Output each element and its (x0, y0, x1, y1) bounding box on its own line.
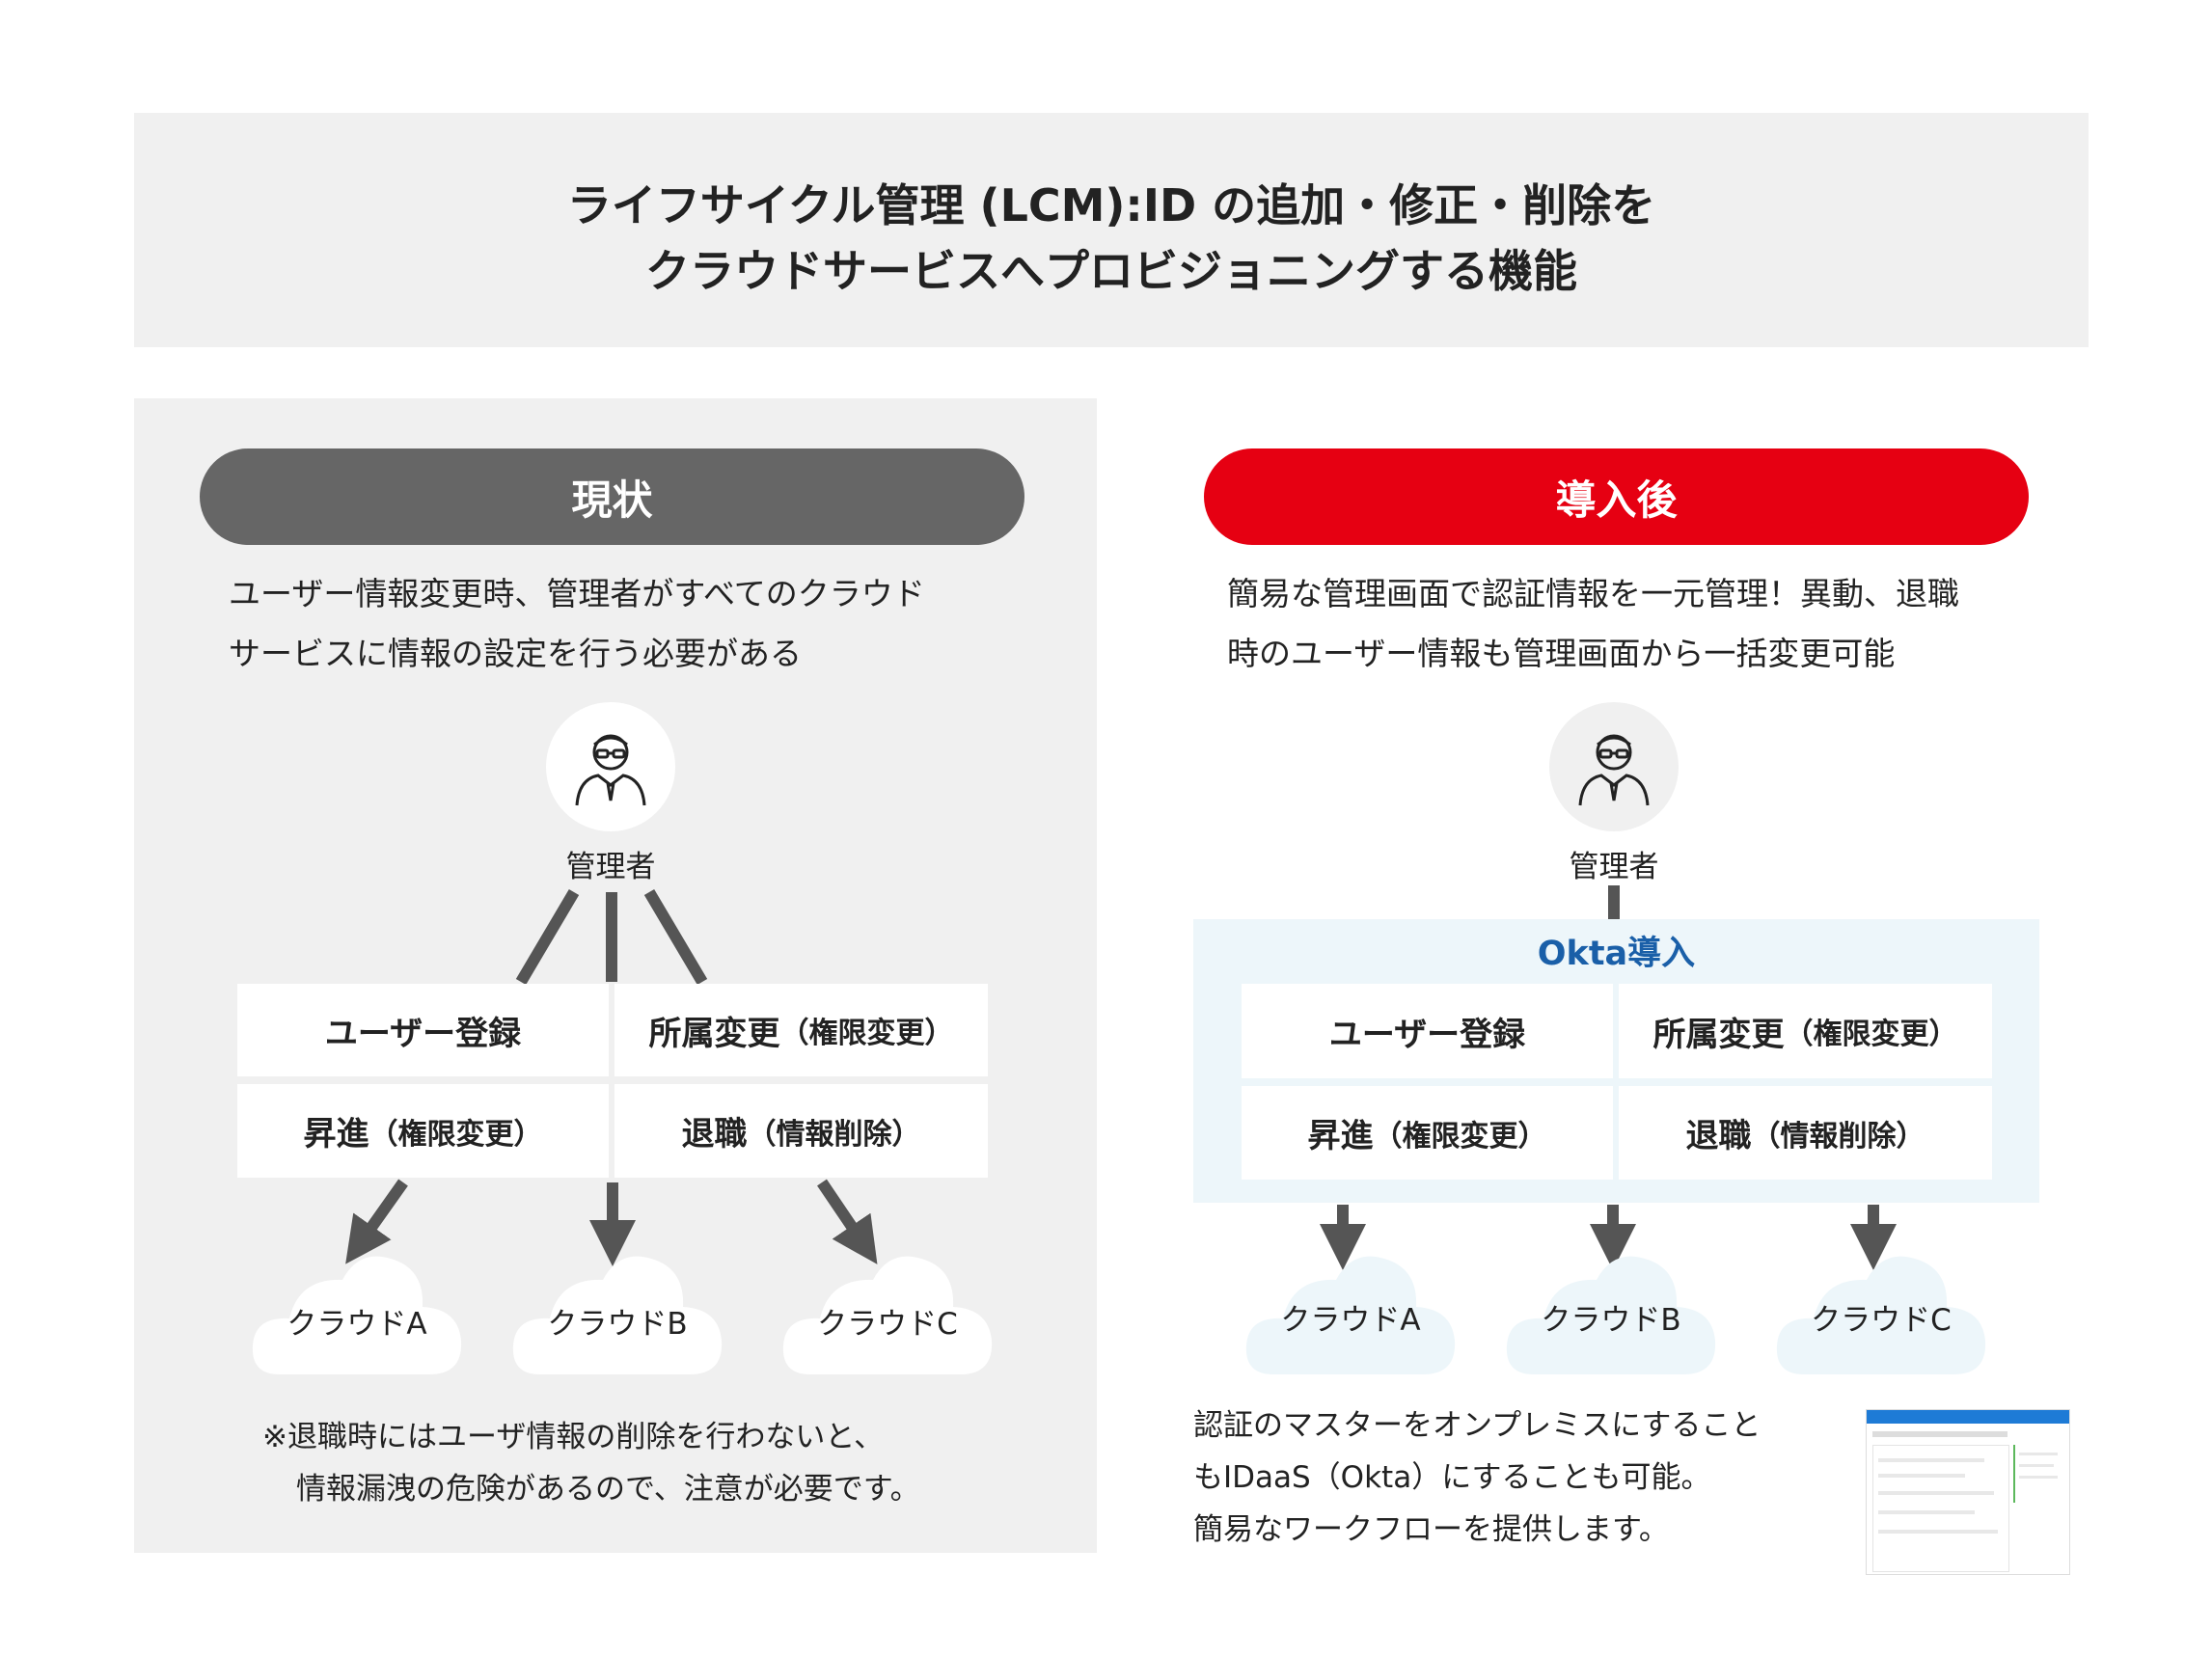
cell-user-register-after: ユーザー登録 (1242, 984, 1613, 1078)
after-note-line-2: もIDaaS（Okta）にすることも可能。 (1193, 1460, 1711, 1495)
current-header-label: 現状 (571, 475, 653, 524)
arrow-down-icon (817, 1179, 878, 1264)
after-header-label: 導入後 (1555, 475, 1678, 524)
admin-avatar-after (1549, 702, 1679, 831)
after-desc-line-1: 簡易な管理画面で認証情報を一元管理！異動、退職 (1227, 575, 1959, 612)
cloud-icon (1506, 1256, 1716, 1374)
admin-avatar-current (546, 702, 675, 831)
admin-label-after: 管理者 (1569, 850, 1659, 884)
cloud-c-current: クラウドC (781, 1239, 994, 1374)
cell-main-label: 退職 (1685, 1117, 1752, 1155)
cloud-icon (782, 1256, 993, 1374)
cloud-c-after: クラウドC (1775, 1239, 1987, 1374)
current-desc-line-2: サービスに情報の設定を行う必要がある (229, 635, 802, 672)
current-arrows (345, 1179, 878, 1266)
admin-connector-lines (515, 888, 708, 984)
cloud-b-current: クラウドB (511, 1239, 724, 1374)
current-note-line-1: ※退職時にはユーザ情報の削除を行わないと、 (262, 1420, 885, 1454)
person-glasses-icon (575, 734, 646, 806)
current-header-pill: 現状 (200, 448, 1024, 545)
cell-main-label: 所属変更 (648, 1014, 780, 1053)
admin-label-current: 管理者 (565, 850, 656, 884)
cell-promotion-current: 昇進（権限変更） (237, 1084, 609, 1178)
cell-retirement-current: 退職（情報削除） (614, 1084, 988, 1178)
cloud-label: クラウドC (1811, 1303, 1952, 1338)
current-description: ユーザー情報変更時、管理者がすべてのクラウド サービスに情報の設定を行う必要があ… (229, 564, 1058, 684)
okta-dashboard-thumbnail (1866, 1409, 2070, 1575)
cloud-label: クラウドA (287, 1307, 427, 1342)
after-description: 簡易な管理画面で認証情報を一元管理！異動、退職 時のユーザー情報も管理画面から一… (1227, 564, 2076, 684)
cloud-a-current: クラウドA (251, 1239, 463, 1374)
cell-main-label: 退職 (681, 1115, 748, 1154)
admin-connector-after (1608, 885, 1620, 919)
cloud-icon (1245, 1256, 1456, 1374)
arrow-down-icon (345, 1179, 408, 1264)
cell-dept-change-after: 所属変更（権限変更） (1619, 984, 1992, 1078)
cloud-icon (1776, 1256, 1986, 1374)
cloud-label: クラウドA (1280, 1303, 1421, 1338)
cell-sub-label: （権限変更） (369, 1117, 543, 1152)
cell-user-register-current: ユーザー登録 (237, 984, 609, 1076)
after-note-line-3: 簡易なワークフローを提供します。 (1193, 1512, 1669, 1547)
title-banner: ライフサイクル管理 (LCM):ID の追加・修正・削除を クラウドサービスへプ… (134, 113, 2089, 347)
cell-main-label: 昇進 (303, 1115, 369, 1154)
cloud-icon (512, 1256, 723, 1374)
current-desc-line-1: ユーザー情報変更時、管理者がすべてのクラウド (229, 575, 925, 612)
title-line-1: ライフサイクル管理 (LCM):ID の追加・修正・削除を (566, 179, 1656, 231)
after-desc-line-2: 時のユーザー情報も管理画面から一括変更可能 (1227, 635, 1896, 672)
okta-label: Okta導入 (1537, 935, 1696, 973)
cell-dept-change-current: 所属変更（権限変更） (614, 984, 988, 1076)
cell-sub-label: （情報削除） (1751, 1119, 1925, 1154)
cloud-label: クラウドB (1541, 1303, 1681, 1338)
person-glasses-icon (1578, 734, 1650, 806)
cell-promotion-after: 昇進（権限変更） (1242, 1086, 1613, 1180)
cloud-label: クラウドB (547, 1307, 688, 1342)
title-line-2: クラウドサービスへプロビジョニングする機能 (645, 245, 1577, 297)
cell-sub-label: （権限変更） (779, 1017, 954, 1050)
cell-main-label: ユーザー登録 (324, 1014, 522, 1053)
cloud-label: クラウドC (817, 1307, 958, 1342)
cell-main-label: 昇進 (1307, 1117, 1374, 1155)
cell-main-label: 所属変更 (1652, 1015, 1785, 1054)
cell-main-label: ユーザー登録 (1328, 1015, 1526, 1054)
current-note: ※退職時にはユーザ情報の削除を行わないと、 情報漏洩の危険があるので、注意が必要… (262, 1411, 1073, 1515)
after-header-pill: 導入後 (1204, 448, 2029, 545)
cell-sub-label: （情報削除） (747, 1117, 921, 1152)
current-note-line-2: 情報漏洩の危険があるので、注意が必要です。 (296, 1472, 920, 1507)
after-arrows (1320, 1205, 1897, 1270)
cloud-icon (252, 1256, 462, 1374)
after-note: 認証のマスターをオンプレミスにすること もIDaaS（Okta）にすることも可能… (1193, 1399, 1859, 1556)
cell-sub-label: （権限変更） (1784, 1018, 1958, 1051)
cell-sub-label: （権限変更） (1373, 1119, 1547, 1154)
after-note-line-1: 認証のマスターをオンプレミスにすること (1193, 1408, 1761, 1443)
cloud-b-after: クラウドB (1505, 1239, 1717, 1374)
cloud-a-after: クラウドA (1244, 1239, 1457, 1374)
cell-retirement-after: 退職（情報削除） (1619, 1086, 1992, 1180)
